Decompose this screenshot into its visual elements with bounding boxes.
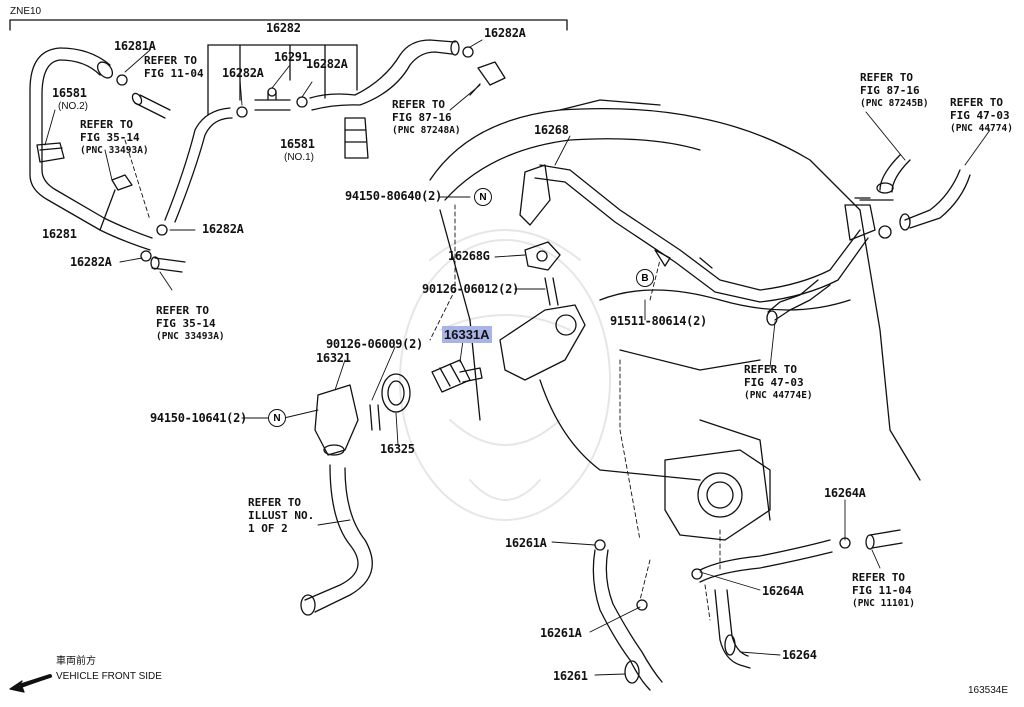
illustration-code: 163534E (968, 685, 1009, 696)
circle-marker-n-2: N (268, 409, 286, 427)
part-16581-no1-sub: (NO.1) (284, 152, 314, 163)
part-16281[interactable]: 16281 (42, 227, 77, 241)
circle-marker-n-1: N (474, 188, 492, 206)
part-16321[interactable]: 16321 (316, 351, 351, 365)
part-16325[interactable]: 16325 (380, 442, 415, 456)
model-label: ZNE10 (10, 6, 42, 17)
part-16281A[interactable]: 16281A (114, 39, 156, 53)
engine-outline (429, 99, 921, 521)
part-90126-06009[interactable]: 90126-06009(2) (326, 337, 423, 351)
part-16261[interactable]: 16261 (553, 669, 588, 683)
hose-16281 (29, 47, 153, 251)
front-arrow (9, 676, 51, 693)
thermostat-16331A (431, 359, 483, 393)
part-16268G[interactable]: 16268G (448, 249, 490, 263)
part-94150-80640[interactable]: 94150-80640(2) (345, 189, 442, 203)
part-16261A-b[interactable]: 16261A (540, 626, 582, 640)
part-16291[interactable]: 16291 (274, 50, 309, 64)
front-label-en: VEHICLE FRONT SIDE (56, 671, 162, 682)
part-16581-no2[interactable]: 16581 (52, 86, 87, 100)
part-16268[interactable]: 16268 (534, 123, 569, 137)
part-16264A-a[interactable]: 16264A (824, 486, 866, 500)
circle-marker-b: B (636, 269, 654, 287)
part-16264A-b[interactable]: 16264A (762, 584, 804, 598)
part-16282A-d[interactable]: 16282A (70, 255, 112, 269)
part-91511-80614[interactable]: 91511-80614(2) (610, 314, 707, 328)
part-16282[interactable]: 16282 (266, 21, 301, 35)
part-16282A-a[interactable]: 16282A (222, 66, 264, 80)
part-16282A-top[interactable]: 16282A (484, 26, 526, 40)
part-16581-no1[interactable]: 16581 (280, 137, 315, 151)
part-90126-06012[interactable]: 90126-06012(2) (422, 282, 519, 296)
group-bracket (9, 19, 568, 31)
part-16282A-c[interactable]: 16282A (202, 222, 244, 236)
part-16331A-highlighted[interactable]: 16331A (442, 326, 492, 343)
front-label-jp: 車両前方 (56, 656, 96, 667)
part-94150-10641[interactable]: 94150-10641(2) (150, 411, 247, 425)
watermark-emblem (399, 229, 611, 521)
part-16264[interactable]: 16264 (782, 648, 817, 662)
part-16282A-b[interactable]: 16282A (306, 57, 348, 71)
part-16581-no2-sub: (NO.2) (58, 101, 88, 112)
part-16261A-a[interactable]: 16261A (505, 536, 547, 550)
